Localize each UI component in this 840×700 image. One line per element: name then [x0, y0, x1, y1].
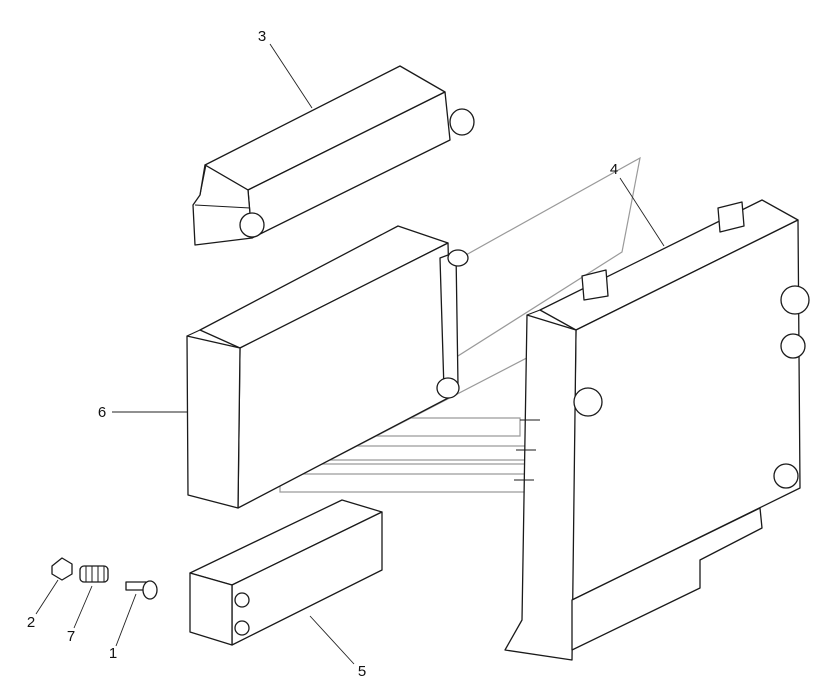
callout-1: 1 — [109, 645, 117, 662]
callout-6: 6 — [98, 404, 106, 421]
callout-5: 5 — [358, 663, 366, 680]
part-7-spring — [79, 565, 109, 583]
part-6-radiator — [186, 225, 469, 509]
part-4-frame — [504, 199, 810, 661]
part-2-nut — [51, 557, 73, 581]
callout-2: 2 — [27, 614, 35, 631]
callout-7: 7 — [67, 628, 75, 645]
part-3-intercooler — [192, 65, 475, 246]
callout-4: 4 — [610, 161, 618, 178]
leader-lines — [35, 43, 665, 665]
callout-3: 3 — [258, 28, 266, 45]
part-1-bolt — [125, 580, 158, 600]
part-5-oil-cooler — [189, 499, 383, 646]
